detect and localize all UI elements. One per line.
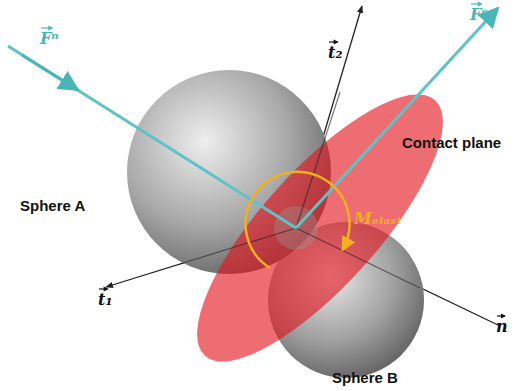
vector-arrow xyxy=(328,39,341,45)
elastic-moment-label: Mₑₗₐₛₜ xyxy=(354,210,402,228)
normal-axis-front xyxy=(296,228,420,288)
sphere-b-label: Sphere B xyxy=(332,370,398,387)
contact-plane-label: Contact plane xyxy=(402,135,501,152)
contact-plane xyxy=(162,61,478,391)
normal-force-arrow xyxy=(22,55,78,90)
vector-arrow-head xyxy=(104,287,109,292)
normal-force-line xyxy=(8,46,296,228)
vector-arrow xyxy=(470,1,485,7)
t2-axis-front xyxy=(296,92,340,228)
vector-arrow xyxy=(98,286,111,292)
sphere-a-label: Sphere A xyxy=(20,198,85,215)
vector-arrow-head xyxy=(501,314,506,319)
normal-force-label: Fⁿ xyxy=(40,30,59,48)
shear-force-arrow xyxy=(296,8,498,228)
vector-arrow-head xyxy=(334,40,339,45)
t1-label: t₁ xyxy=(98,291,112,309)
vector-arrow-head xyxy=(48,26,53,31)
t1-axis-front xyxy=(180,228,296,264)
n-label: n xyxy=(496,318,508,336)
elastic-moment-arrow xyxy=(245,172,349,268)
vector-arrow-head xyxy=(478,2,483,7)
vector-arrow xyxy=(496,313,508,319)
t2-label: t₂ xyxy=(328,44,342,62)
vector-arrow xyxy=(40,25,55,31)
shear-force-label: Fˢ xyxy=(470,6,488,24)
